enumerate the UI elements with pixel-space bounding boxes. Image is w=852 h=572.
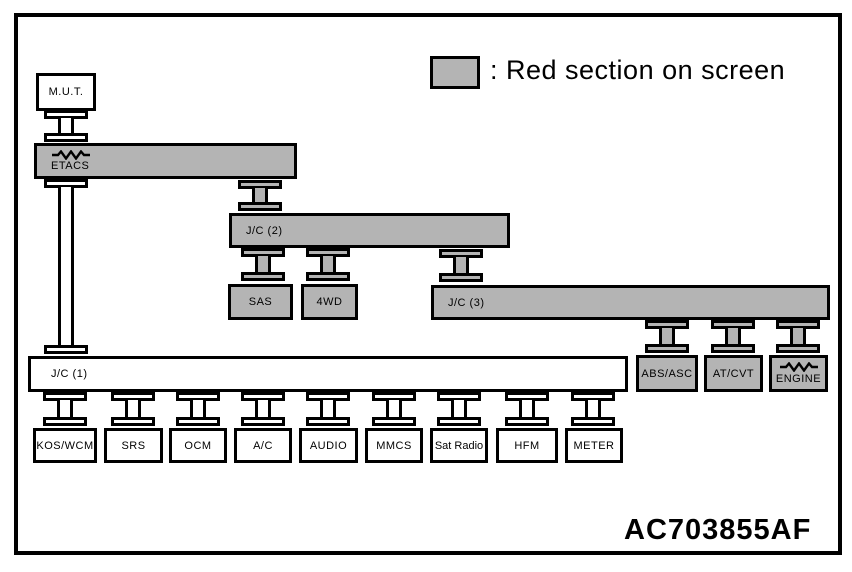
node-label: MMCS: [376, 439, 412, 452]
node-jc1: J/C (1): [28, 356, 628, 392]
node-audio: AUDIO: [299, 428, 358, 463]
node-kos-wcm: KOS/WCM: [33, 428, 97, 463]
connector-etacs-jc2: [238, 180, 282, 211]
node-4wd: 4WD: [301, 284, 358, 320]
node-mut: M.U.T.: [36, 73, 96, 111]
resistor-icon: [779, 362, 818, 372]
connector-jc1-ocm: [176, 392, 220, 426]
node-label: Sat Radio: [434, 439, 484, 452]
connector-jc1-hfm: [505, 392, 549, 426]
node-jc3: J/C (3): [431, 285, 830, 320]
connector-mut-etacs: [44, 110, 88, 142]
node-label: ETACS: [51, 159, 90, 172]
node-meter: METER: [565, 428, 623, 463]
node-etacs: ETACS: [34, 143, 297, 179]
connector-jc1-meter: [571, 392, 615, 426]
node-label: AT/CVT: [712, 367, 755, 380]
connector-jc3-atcvt: [711, 320, 755, 353]
node-at-cvt: AT/CVT: [704, 355, 763, 392]
connector-etacs-jc1: [44, 179, 88, 354]
node-sas: SAS: [228, 284, 293, 320]
node-srs: SRS: [104, 428, 163, 463]
node-label: J/C (1): [51, 368, 88, 380]
connector-jc1-koswcm: [43, 392, 87, 426]
node-label: ENGINE: [775, 373, 822, 385]
node-label: SRS: [121, 439, 146, 452]
connector-jc1-mmcs: [372, 392, 416, 426]
node-label: HFM: [514, 439, 540, 452]
diagram-border: [14, 13, 842, 555]
connector-jc2-4wd: [306, 248, 350, 281]
node-mmcs: MMCS: [365, 428, 423, 463]
connector-jc2-jc3: [439, 249, 483, 282]
node-hfm: HFM: [496, 428, 558, 463]
node-sat-radio: Sat Radio: [430, 428, 488, 463]
connector-jc2-sas: [241, 248, 285, 281]
node-jc2: J/C (2): [229, 213, 510, 248]
connector-jc1-audio: [306, 392, 350, 426]
node-label: J/C (3): [448, 296, 485, 309]
node-engine: ENGINE: [769, 355, 828, 392]
connector-jc3-engine: [776, 320, 820, 353]
node-label: AUDIO: [309, 439, 348, 452]
node-label: ABS/ASC: [641, 367, 693, 380]
node-label: OCM: [184, 439, 212, 452]
red-section-swatch: [430, 56, 480, 89]
node-label: A/C: [253, 439, 273, 452]
connector-jc1-srs: [111, 392, 155, 426]
resistor-icon: [52, 149, 90, 160]
connector-jc1-satradio: [437, 392, 481, 426]
figure-code: AC703855AF: [624, 514, 812, 546]
node-label: METER: [573, 439, 615, 452]
node-label: J/C (2): [246, 224, 283, 237]
node-ocm: OCM: [169, 428, 227, 463]
node-label: 4WD: [316, 296, 343, 308]
legend: : Red section on screen: [430, 52, 785, 89]
node-label: SAS: [248, 296, 273, 308]
node-ac: A/C: [234, 428, 292, 463]
node-label: M.U.T.: [48, 86, 84, 98]
legend-label: : Red section on screen: [490, 55, 786, 85]
node-label: KOS/WCM: [36, 439, 94, 452]
node-abs-asc: ABS/ASC: [636, 355, 698, 392]
connector-jc1-ac: [241, 392, 285, 426]
connector-jc3-absasc: [645, 320, 689, 353]
